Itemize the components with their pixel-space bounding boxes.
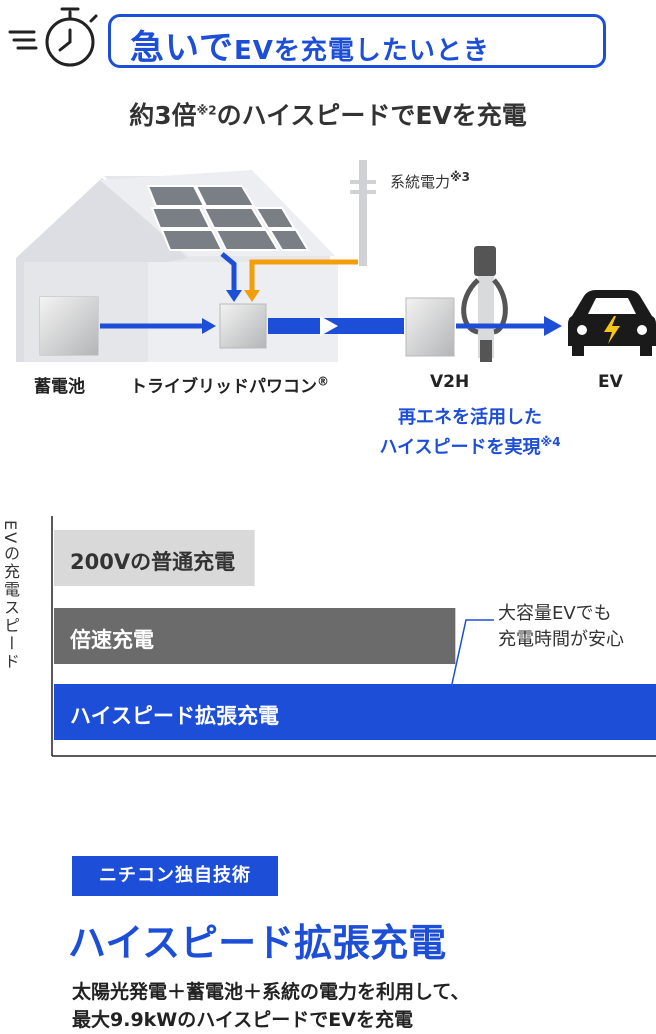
header-title-main: 急いで <box>130 28 234 68</box>
header-frame <box>108 14 606 68</box>
bar-double-charge <box>54 608 456 664</box>
renewable-note-line2-text: ハイスピードを実現 <box>379 437 541 458</box>
grid-power-line <box>244 259 358 302</box>
chart-callout: 大容量EVでも 充電時間が安心 <box>498 601 624 653</box>
renewable-note-mark: ※4 <box>540 435 561 449</box>
headline-note: ※2 <box>196 103 217 118</box>
bar-normal-charge <box>54 530 255 586</box>
v2h-unit-icon <box>405 246 508 362</box>
tribrid-power-conditioner-icon <box>219 303 267 349</box>
bar-label-normal: 200Vの普通充電 <box>70 550 236 574</box>
tribrid-label: トライブリッドパワコン® <box>130 372 329 397</box>
renewable-note-line2: ハイスピードを実現※4 <box>320 430 620 460</box>
feature-description-line1: 太陽光発電＋蓄電池＋系統の電力を利用して、 <box>72 981 470 1003</box>
grid-power-label: 系統電力※3 <box>390 170 470 192</box>
system-diagram <box>16 160 656 362</box>
header-title: 急いでEVを充電したいとき <box>130 20 490 69</box>
battery-label: 蓄電池 <box>34 377 85 397</box>
grid-power-note: ※3 <box>450 170 471 184</box>
bar-highspeed-charge <box>54 684 656 740</box>
bar-label-double: 倍速充電 <box>70 628 154 652</box>
headline-after: のハイスピードでEVを充電 <box>216 101 527 130</box>
header-title-ev: EVを充電したいとき <box>233 36 490 66</box>
headline-before: 約3倍 <box>129 101 197 130</box>
v2h-label: V2H <box>430 372 470 392</box>
battery-flow-line <box>100 318 216 334</box>
feature-description: 太陽光発電＋蓄電池＋系統の電力を利用して、 最大9.9kWのハイスピードでEVを… <box>72 978 469 1034</box>
renewable-note-line1: 再エネを活用した <box>398 407 542 428</box>
battery-icon <box>39 296 99 356</box>
ev-car-icon <box>568 290 656 356</box>
tribrid-flow-line <box>268 316 404 336</box>
tribrid-trademark: ® <box>317 374 329 389</box>
chart-callout-line2: 充電時間が安心 <box>498 629 624 650</box>
feature-description-line2: 最大9.9kWのハイスピードでEVを充電 <box>72 1009 413 1031</box>
chart-callout-line1: 大容量EVでも <box>498 603 612 624</box>
chart-y-axis-title: EVの充電スピード <box>1 520 20 672</box>
ev-label: EV <box>598 372 623 392</box>
tech-badge: ニチコン独自技術 <box>72 856 278 896</box>
grid-power-label-text: 系統電力 <box>390 173 451 191</box>
speed-bar-chart <box>51 516 656 757</box>
stopwatch-icon <box>8 7 98 67</box>
feature-title: ハイスピード拡張充電 <box>68 921 447 965</box>
solar-panels-icon <box>146 185 310 251</box>
v2h-flow-line <box>456 316 562 336</box>
solar-power-line <box>220 252 242 302</box>
tribrid-label-text: トライブリッドパワコン <box>130 377 317 397</box>
renewable-note: 再エネを活用した ハイスピードを実現※4 <box>320 406 620 460</box>
bar-label-highspeed: ハイスピード拡張充電 <box>70 704 279 728</box>
headline: 約3倍※2のハイスピードでEVを充電 <box>0 96 656 132</box>
utility-pole-icon <box>350 160 376 266</box>
callout-leader-line <box>451 619 494 685</box>
